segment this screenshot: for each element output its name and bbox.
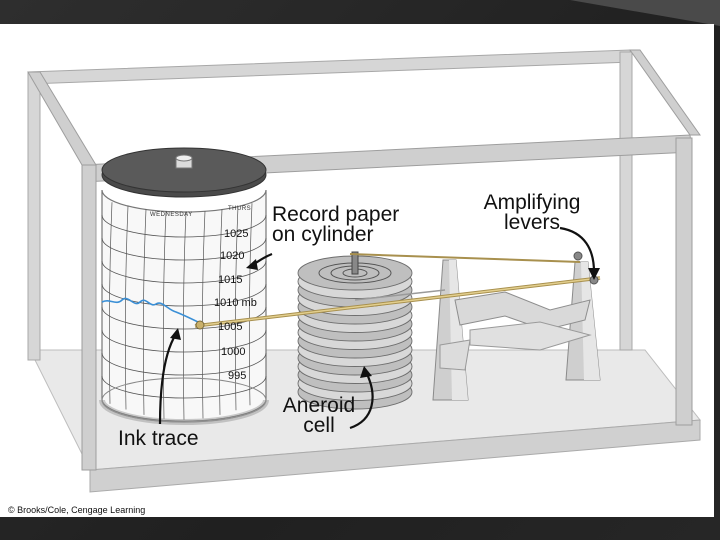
drum-time-line	[182, 211, 187, 420]
ink-trace-line	[101, 297, 203, 325]
label-ink-trace: Ink trace	[118, 427, 199, 450]
copyright-credit: © Brooks/Cole, Cengage Learning	[8, 505, 146, 515]
base-edge	[89, 419, 701, 493]
scale-value-1015: 1015	[218, 274, 243, 286]
aneroid-stem	[351, 251, 359, 275]
label-amplifying-levers: Amplifying levers	[474, 191, 590, 234]
label-aneroid-line1: Aneroid	[282, 394, 356, 417]
pointer-arrows	[158, 226, 596, 430]
drum-time-line	[162, 211, 167, 419]
scale-value-1000: 1000	[221, 346, 246, 358]
recording-drum	[99, 147, 269, 425]
label-record-paper-line1: Record paper	[272, 203, 400, 226]
label-amplifying-line2: levers	[503, 211, 561, 234]
drum-day-label: WEDNESDAY	[150, 212, 193, 218]
label-amplifying-line1: Amplifying	[483, 191, 581, 214]
scale-value-1025: 1025	[224, 228, 249, 240]
scale-value-995: 995	[228, 370, 247, 382]
label-record-paper: Record paper on cylinder	[272, 203, 400, 246]
scale-value-1010: 1010 mb	[214, 297, 257, 309]
drum-time-line	[218, 208, 223, 415]
arrow-aneroid-cell	[349, 371, 374, 430]
drum-grid-line	[101, 306, 267, 330]
drum-grid-line	[101, 352, 267, 376]
drum-grid-line	[101, 329, 267, 353]
arrow-amplifying-levers	[559, 226, 596, 273]
label-aneroid-line2: cell	[303, 414, 335, 437]
scale-value-1005: 1005	[218, 321, 243, 333]
arrow-ink-trace	[158, 333, 177, 425]
drum-grid-line	[101, 283, 267, 307]
aneroid-cell	[297, 251, 413, 410]
drum-time-line	[142, 208, 147, 415]
label-aneroid-cell: Aneroid cell	[274, 394, 364, 437]
drum-time-line	[248, 203, 253, 406]
scale-value-1020: 1020	[220, 250, 245, 262]
pen-tip	[195, 320, 205, 330]
drum-time-line	[234, 206, 239, 411]
slide-corner-accent	[570, 0, 720, 26]
drum-time-line	[201, 211, 206, 419]
drum-day-label-next: THURS	[228, 206, 252, 212]
glass-case-back-frame	[27, 49, 633, 361]
drum-time-line	[124, 205, 129, 410]
upper-lever-rod	[349, 253, 581, 263]
label-record-paper-line2: on cylinder	[272, 223, 374, 246]
arrow-heads	[170, 259, 600, 378]
drum-grid-line	[101, 214, 267, 238]
